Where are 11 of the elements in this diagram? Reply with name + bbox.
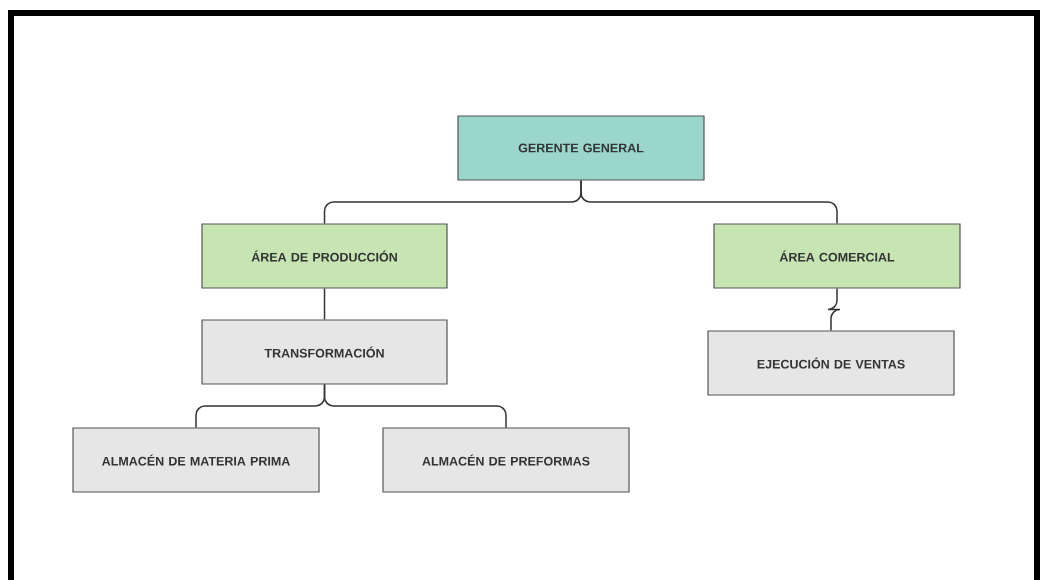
org-box: ALMACÉN DE PREFORMAS bbox=[382, 427, 630, 493]
org-box: EJECUCIÓN DE VENTAS bbox=[707, 330, 955, 396]
org-box: ÁREA COMERCIAL bbox=[713, 223, 961, 289]
org-box: ALMACÉN DE MATERIA PRIMA bbox=[72, 427, 320, 493]
connector bbox=[827, 287, 841, 332]
connector bbox=[580, 179, 838, 225]
connector bbox=[323, 287, 326, 321]
org-box: ÁREA DE PRODUCCIÓN bbox=[201, 223, 448, 289]
org-box: GERENTE GENERAL bbox=[457, 115, 705, 181]
connector bbox=[323, 383, 507, 429]
org-box: TRANSFORMACIÓN bbox=[201, 319, 448, 385]
